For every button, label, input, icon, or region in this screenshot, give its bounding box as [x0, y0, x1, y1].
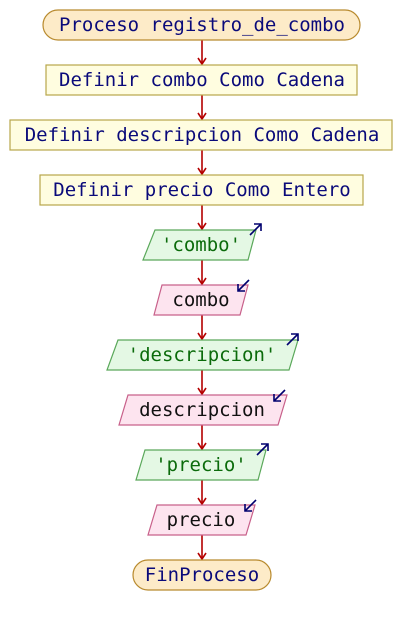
process-box: Definir precio Como Entero	[39, 174, 364, 206]
output-arrow-icon	[256, 443, 269, 456]
input-label: combo	[172, 289, 229, 311]
input-parallelogram: combo	[153, 279, 250, 316]
output-parallelogram: 'precio'	[135, 443, 269, 481]
input-arrow-icon	[237, 279, 250, 292]
process-box-label: Definir precio Como Entero	[53, 179, 350, 201]
start-terminal: Proceso registro_de_combo	[42, 9, 361, 41]
start-terminal-label: Proceso registro_de_combo	[59, 14, 345, 36]
input-label: descripcion	[139, 399, 265, 421]
input-label: precio	[167, 509, 236, 531]
output-parallelogram: 'combo'	[142, 223, 262, 261]
input-arrow-icon	[244, 499, 257, 512]
process-box-label: Definir combo Como Cadena	[59, 69, 345, 91]
process-box: Definir descripcion Como Cadena	[9, 119, 393, 151]
output-label: 'combo'	[161, 234, 241, 256]
input-parallelogram: precio	[147, 499, 257, 536]
output-arrow-icon	[286, 333, 299, 346]
process-box-label: Definir descripcion Como Cadena	[25, 124, 380, 146]
output-label: 'descripcion'	[128, 344, 277, 366]
output-arrow-icon	[249, 223, 262, 236]
process-box: Definir combo Como Cadena	[45, 64, 358, 96]
input-parallelogram: descripcion	[118, 389, 288, 426]
input-arrow-icon	[273, 389, 286, 402]
output-label: 'precio'	[155, 454, 247, 476]
end-terminal: FinProceso	[132, 559, 272, 591]
end-terminal-label: FinProceso	[145, 564, 259, 586]
output-parallelogram: 'descripcion'	[106, 333, 299, 371]
